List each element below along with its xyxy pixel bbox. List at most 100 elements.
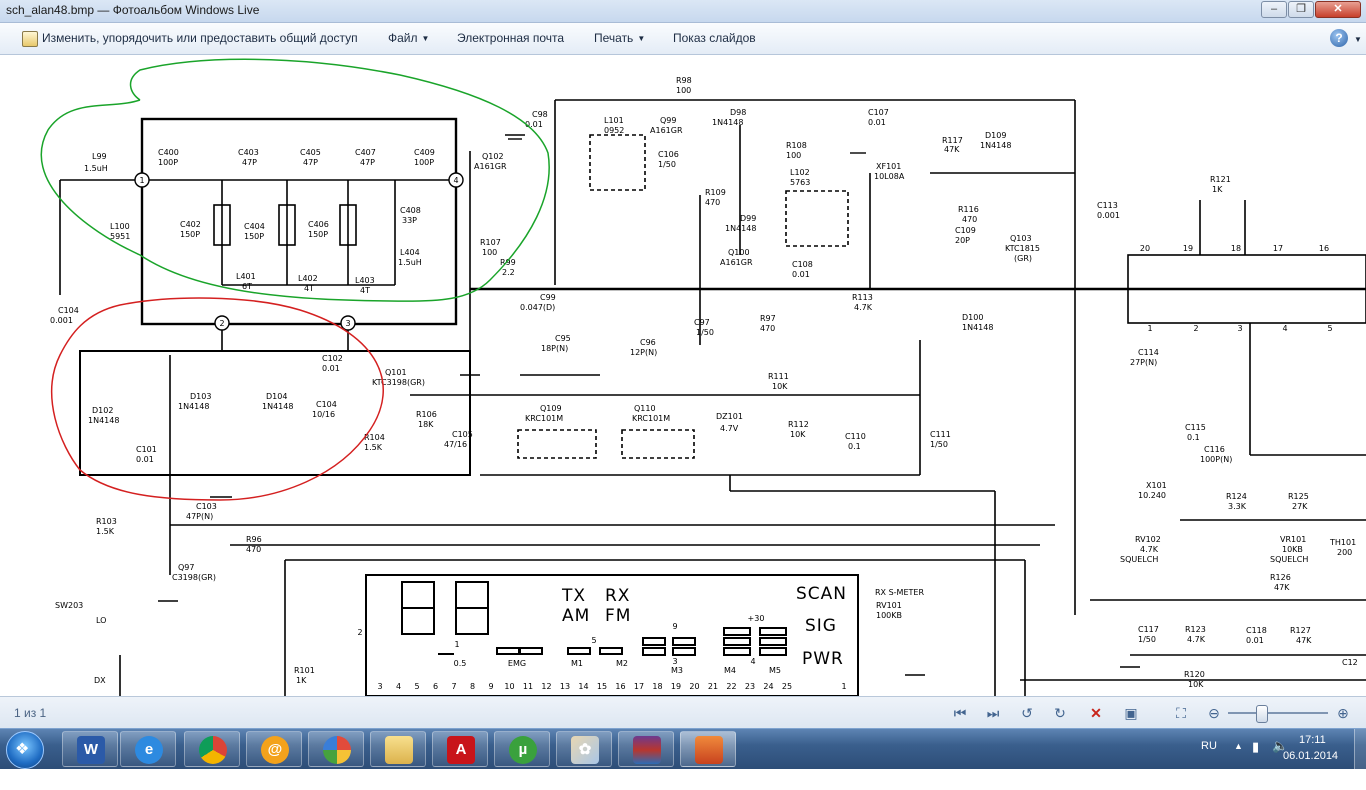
start-button[interactable]: ❖	[6, 731, 44, 769]
lcd-pin-label: 11	[523, 682, 533, 691]
svg-text:4T: 4T	[304, 284, 314, 293]
svg-text:10K: 10K	[790, 430, 806, 439]
help-button[interactable]: ?	[1330, 29, 1348, 47]
svg-text:3: 3	[672, 657, 677, 666]
svg-text:R125: R125	[1288, 492, 1309, 501]
svg-text:DZ101: DZ101	[716, 412, 743, 421]
svg-text:D100: D100	[962, 313, 983, 322]
svg-text:R103: R103	[96, 517, 117, 526]
lcd-pin-label: 6	[433, 682, 438, 691]
avira-icon: A	[447, 736, 475, 764]
svg-text:R120: R120	[1184, 670, 1205, 679]
zoom-slider[interactable]	[1228, 712, 1328, 714]
svg-text:C114: C114	[1138, 348, 1159, 357]
zoom-in-icon[interactable]: ⊕	[1337, 705, 1349, 721]
svg-text:10K: 10K	[772, 382, 788, 391]
next-icon[interactable]: ⏭	[986, 705, 1000, 721]
title-bar: sch_alan48.bmp — Фотоальбом Windows Live…	[0, 0, 1366, 23]
paint-icon: ✿	[571, 736, 599, 764]
taskbar-app-avira[interactable]: A	[432, 731, 488, 767]
svg-text:M1: M1	[571, 659, 583, 668]
svg-text:470: 470	[246, 545, 261, 554]
photo-gallery-icon	[695, 736, 723, 764]
svg-text:R113: R113	[852, 293, 873, 302]
svg-text:XF101: XF101	[876, 162, 901, 171]
previous-icon[interactable]: ⏮	[953, 705, 967, 721]
svg-text:4: 4	[453, 176, 458, 185]
taskbar-app-explorer[interactable]	[370, 731, 426, 767]
help-chevron-icon[interactable]: ▼	[1354, 35, 1362, 44]
svg-text:1.5uH: 1.5uH	[84, 164, 108, 173]
show-desktop-button[interactable]	[1354, 729, 1366, 769]
svg-text:C95: C95	[555, 334, 571, 343]
svg-text:C405: C405	[300, 148, 321, 157]
svg-text:1/50: 1/50	[696, 328, 714, 337]
lcd-pin-label: 16	[615, 682, 625, 691]
svg-text:6T: 6T	[242, 282, 252, 291]
svg-text:A161GR: A161GR	[650, 126, 683, 135]
taskbar-app-chrome[interactable]	[184, 731, 240, 767]
tray-arrow-icon[interactable]: ▲	[1234, 741, 1243, 751]
zoom-slider-thumb[interactable]	[1256, 705, 1268, 723]
svg-text:1N4148: 1N4148	[962, 323, 993, 332]
svg-text:100P: 100P	[414, 158, 434, 167]
taskbar-app-word[interactable]: W	[62, 731, 118, 767]
language-indicator[interactable]: RU	[1201, 740, 1217, 752]
svg-text:150P: 150P	[308, 230, 328, 239]
maximize-button[interactable]: ❐	[1288, 1, 1314, 18]
svg-text:M3: M3	[671, 666, 683, 675]
lcd-pin-label: 23	[745, 682, 755, 691]
svg-text:R109: R109	[705, 188, 726, 197]
svg-text:C103: C103	[196, 502, 217, 511]
svg-text:EMG: EMG	[508, 659, 526, 668]
svg-text:0.01: 0.01	[1246, 636, 1264, 645]
svg-text:1.5uH: 1.5uH	[398, 258, 422, 267]
svg-text:100P(N): 100P(N)	[1200, 455, 1232, 464]
clock-date[interactable]: 06.01.2014	[1283, 750, 1339, 762]
svg-text:A161GR: A161GR	[474, 162, 507, 171]
zoom-out-icon[interactable]: ⊖	[1208, 705, 1220, 721]
svg-text:3: 3	[345, 319, 350, 328]
svg-text:C403: C403	[238, 148, 259, 157]
slideshow-icon[interactable]: ▣	[1124, 705, 1138, 721]
taskbar-app-photo-gallery[interactable]	[680, 731, 736, 767]
svg-text:C101: C101	[136, 445, 157, 454]
rotate-right-icon[interactable]: ↻	[1054, 705, 1066, 721]
svg-text:L102: L102	[790, 168, 810, 177]
svg-text:C402: C402	[180, 220, 201, 229]
taskbar-app-mail[interactable]: @	[246, 731, 302, 767]
svg-text:C109: C109	[955, 226, 976, 235]
clock-time[interactable]: 17:11	[1299, 734, 1326, 746]
lcd-pin-label: 19	[671, 682, 681, 691]
svg-text:2: 2	[357, 628, 362, 637]
svg-text:C98: C98	[532, 110, 548, 119]
svg-text:KTC3198(GR): KTC3198(GR)	[372, 378, 425, 387]
close-button[interactable]: ✕	[1315, 1, 1361, 18]
svg-text:0.01: 0.01	[525, 120, 543, 129]
taskbar-app-paint[interactable]: ✿	[556, 731, 612, 767]
svg-text:M5: M5	[769, 666, 781, 675]
taskbar-app-utorrent[interactable]: µ	[494, 731, 550, 767]
network-icon[interactable]: ▮	[1252, 739, 1260, 754]
taskbar-app-picasa[interactable]	[308, 731, 364, 767]
menu-organize[interactable]: Изменить, упорядочить или предоставить о…	[42, 31, 358, 45]
volume-icon[interactable]: 🔈	[1272, 738, 1289, 753]
actual-size-icon[interactable]: ⛶	[1176, 705, 1186, 721]
menu-slideshow[interactable]: Показ слайдов	[673, 31, 756, 45]
taskbar-app-ie[interactable]: e	[120, 731, 176, 767]
rotate-left-icon[interactable]: ↺	[1021, 705, 1033, 721]
menu-email[interactable]: Электронная почта	[457, 31, 565, 45]
svg-text:5763: 5763	[790, 178, 810, 187]
svg-text:10L08A: 10L08A	[874, 172, 905, 181]
svg-text:L99: L99	[92, 152, 107, 161]
delete-icon[interactable]: ✕	[1090, 705, 1102, 721]
picasa-icon	[323, 736, 351, 764]
minimize-button[interactable]: –	[1261, 1, 1287, 18]
svg-text:27P(N): 27P(N)	[1130, 358, 1157, 367]
menu-print[interactable]: Печать▼	[594, 31, 646, 45]
svg-text:470: 470	[962, 215, 977, 224]
taskbar-app-winrar[interactable]	[618, 731, 674, 767]
svg-text:150P: 150P	[244, 232, 264, 241]
menu-file[interactable]: Файл▼	[388, 31, 430, 45]
